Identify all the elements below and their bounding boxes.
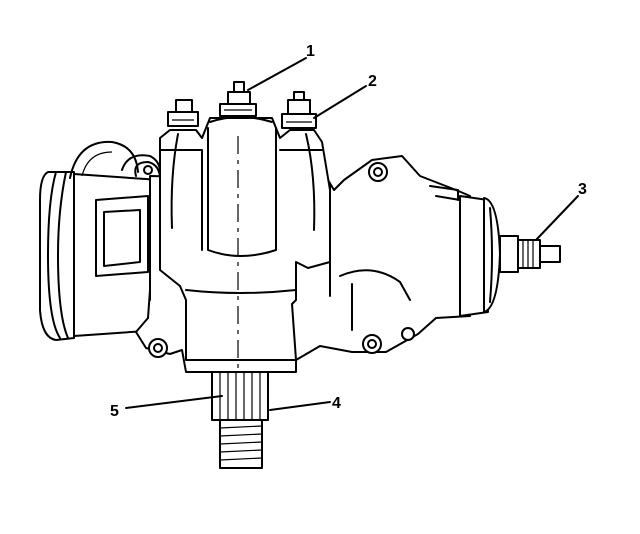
callouts: 1 2 3 4 5	[110, 43, 587, 420]
top-fitting-right	[281, 91, 317, 129]
output-shaft	[211, 371, 269, 469]
valve-cover	[159, 116, 331, 376]
callout-3: 3	[578, 181, 587, 198]
callout-2: 2	[368, 73, 377, 90]
callout-4: 4	[332, 395, 341, 412]
right-end-cover	[459, 195, 519, 317]
leader-lines	[125, 57, 579, 411]
top-fitting-left	[167, 99, 199, 127]
left-end-cap	[39, 171, 161, 341]
input-shaft	[517, 239, 561, 269]
callout-1: 1	[306, 43, 315, 60]
top-fitting-center	[219, 81, 257, 117]
hose-loop	[69, 140, 162, 179]
callout-5: 5	[110, 403, 119, 420]
